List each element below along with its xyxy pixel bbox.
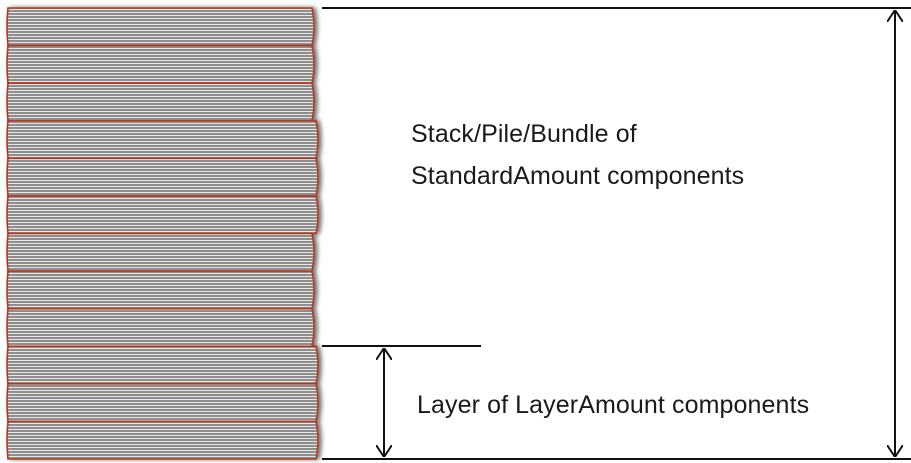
stack-sheet: [6, 307, 315, 348]
stack-sheet: [6, 345, 319, 385]
stack-label-line-2: StandardAmount components: [411, 162, 745, 190]
stack-sheet: [6, 383, 319, 423]
stack-sheet: [6, 82, 315, 122]
stack-sheet: [6, 270, 315, 310]
stack-sheet: [6, 195, 319, 235]
stack-sheet: [6, 420, 319, 460]
layer-label: Layer of LayerAmount components: [417, 391, 810, 419]
stack-sheet: [6, 119, 319, 160]
component-stack: [6, 7, 319, 460]
stack-sheet: [6, 7, 315, 47]
stack-sheet: [6, 232, 315, 272]
dimension-lines: [322, 7, 911, 460]
stack-sheet: [6, 157, 319, 197]
stack-label-line-1: Stack/Pile/Bundle of: [411, 120, 637, 148]
stack-sheet: [6, 44, 315, 84]
